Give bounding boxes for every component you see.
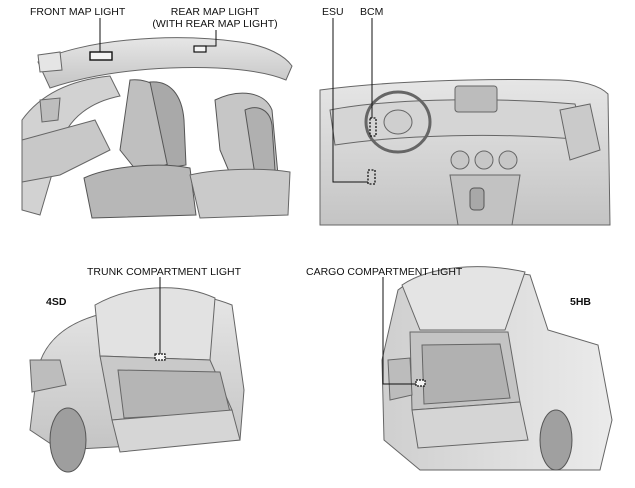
bcm-marker	[369, 117, 377, 137]
cabin-interior-illustration	[21, 37, 293, 219]
rear-map-light-label-line2: (WITH REAR MAP LIGHT)	[152, 18, 278, 30]
rear-map-light-marker	[193, 45, 207, 53]
esu-label: ESU	[322, 6, 344, 18]
rear-map-light-label: REAR MAP LIGHT (WITH REAR MAP LIGHT)	[150, 6, 280, 30]
rear-map-light-label-line1: REAR MAP LIGHT	[170, 6, 260, 18]
esu-leader	[332, 18, 368, 183]
rear-map-light-leader	[206, 30, 217, 47]
cargo-compartment-light-leader	[382, 277, 416, 385]
bcm-label: BCM	[360, 6, 384, 18]
sedan-tag: 4SD	[46, 296, 67, 308]
cargo-compartment-light-marker	[415, 379, 426, 387]
front-map-light-marker	[89, 51, 113, 61]
hatchback-tag: 5HB	[570, 296, 592, 308]
dashboard-illustration	[319, 78, 611, 226]
esu-marker	[367, 169, 376, 185]
leader-lines	[99, 18, 416, 385]
trunk-compartment-light-label: TRUNK COMPARTMENT LIGHT	[87, 266, 242, 278]
cargo-compartment-light-label: CARGO COMPARTMENT LIGHT	[306, 266, 463, 278]
front-map-light-label: FRONT MAP LIGHT	[30, 6, 126, 18]
sedan-rear-illustration	[29, 287, 245, 473]
hatchback-rear-illustration	[381, 266, 613, 471]
trunk-compartment-light-marker	[154, 353, 166, 361]
